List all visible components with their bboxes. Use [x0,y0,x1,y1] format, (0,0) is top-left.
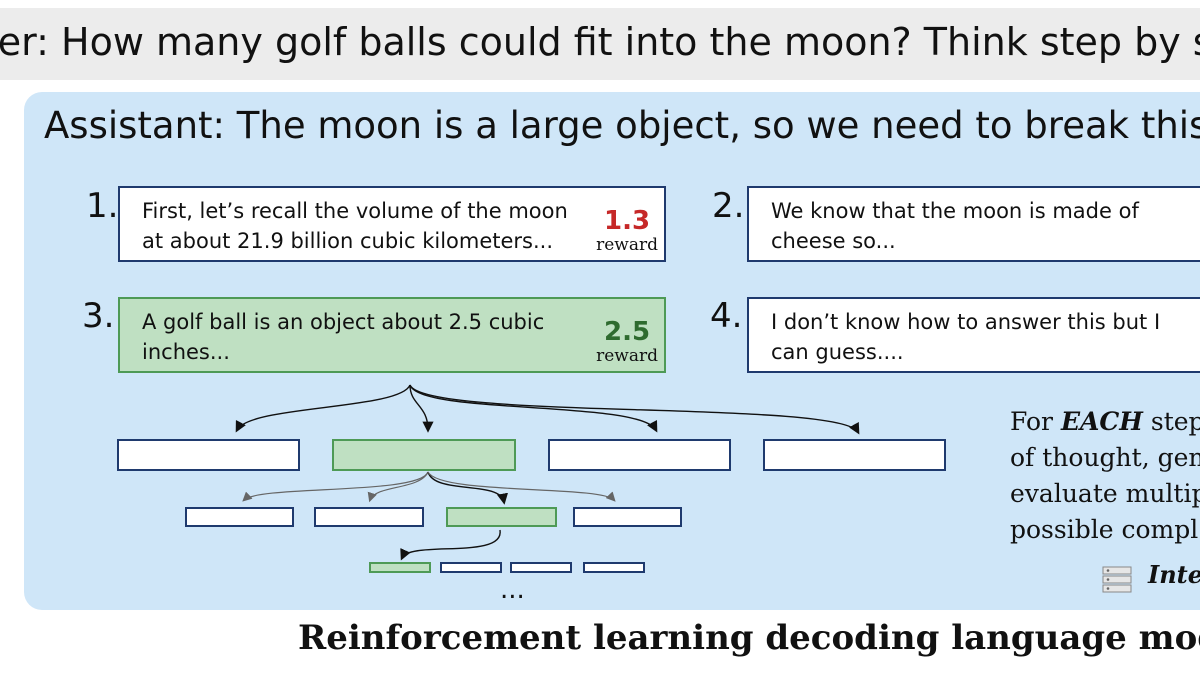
side-explanation: For EACH step of thought, gen evaluate m… [1010,404,1200,548]
tree-node-l1-3 [548,439,731,471]
step-3-number: 3. [82,296,115,336]
assistant-text: The moon is a large object, so we need t… [225,104,1200,147]
tree-arrow-l1-a [235,384,411,433]
tree-arrow-l1-b [409,384,434,433]
side-line-1: For EACH step [1010,407,1200,436]
tree-node-l2-1 [185,507,294,527]
tree-arrow-l2-a [242,471,429,502]
step-4-number: 4. [710,296,743,336]
server-stack-icon [1102,566,1132,593]
tree-continuation-ellipsis: ... [500,575,525,605]
tree-node-l2-2 [314,507,424,527]
user-message-bar: ser: How many golf balls could fit into … [0,8,1200,80]
step-2-number: 2. [712,186,745,226]
user-label: ser: [0,20,49,64]
tree-arrow-l1-d [409,384,860,435]
step-1-reward: 1.3 reward [596,206,658,254]
assistant-message: Assistant: The moon is a large object, s… [44,104,1200,147]
tree-node-l3-1 [369,562,431,573]
step-1-reward-value: 1.3 [604,206,651,236]
tree-arrow-l2-d [427,471,616,502]
tree-node-l1-1 [117,439,300,471]
step-1-reward-label: reward [596,235,658,255]
figure-caption: Reinforcement learning decoding language… [298,618,1200,658]
assistant-label: Assistant: [44,104,226,147]
side-emphasis: EACH [1060,407,1143,436]
user-message: ser: How many golf balls could fit into … [0,20,1200,64]
tree-arrow-l3 [400,529,501,561]
tree-node-l3-3 [510,562,572,573]
step-3-reward: 2.5 reward [596,317,658,365]
step-3-box: A golf ball is an object about 2.5 cubic… [118,297,666,373]
step-1-box: First, let’s recall the volume of the mo… [118,186,666,262]
tree-node-l3-4 [583,562,645,573]
tree-arrow-l1-c [409,384,658,433]
step-3-text: A golf ball is an object about 2.5 cubic… [142,310,545,364]
step-2-text: We know that the moon is made of cheese … [771,199,1139,253]
tree-node-l3-2 [440,562,502,573]
user-question: How many golf balls could fit into the m… [48,20,1200,64]
tree-node-l2-3 [446,507,557,527]
side-line-4: possible compl [1010,515,1199,544]
side-line-3: evaluate multip [1010,479,1200,508]
step-4-text: I don’t know how to answer this but I ca… [771,310,1161,364]
tree-node-l1-2 [332,439,516,471]
tree-arrow-l2-c [427,471,508,505]
step-2-box: We know that the moon is made of cheese … [747,186,1200,262]
step-1-number: 1. [86,186,119,226]
step-3-reward-value: 2.5 [604,317,651,347]
tree-arrow-l2-b [367,471,429,503]
brand-logo: Inter [1148,560,1200,589]
step-4-box: I don’t know how to answer this but I ca… [747,297,1200,373]
step-1-text: First, let’s recall the volume of the mo… [142,199,568,253]
side-line-2: of thought, gen [1010,443,1200,472]
tree-node-l2-4 [573,507,682,527]
tree-node-l1-4 [763,439,946,471]
step-3-reward-label: reward [596,346,658,366]
